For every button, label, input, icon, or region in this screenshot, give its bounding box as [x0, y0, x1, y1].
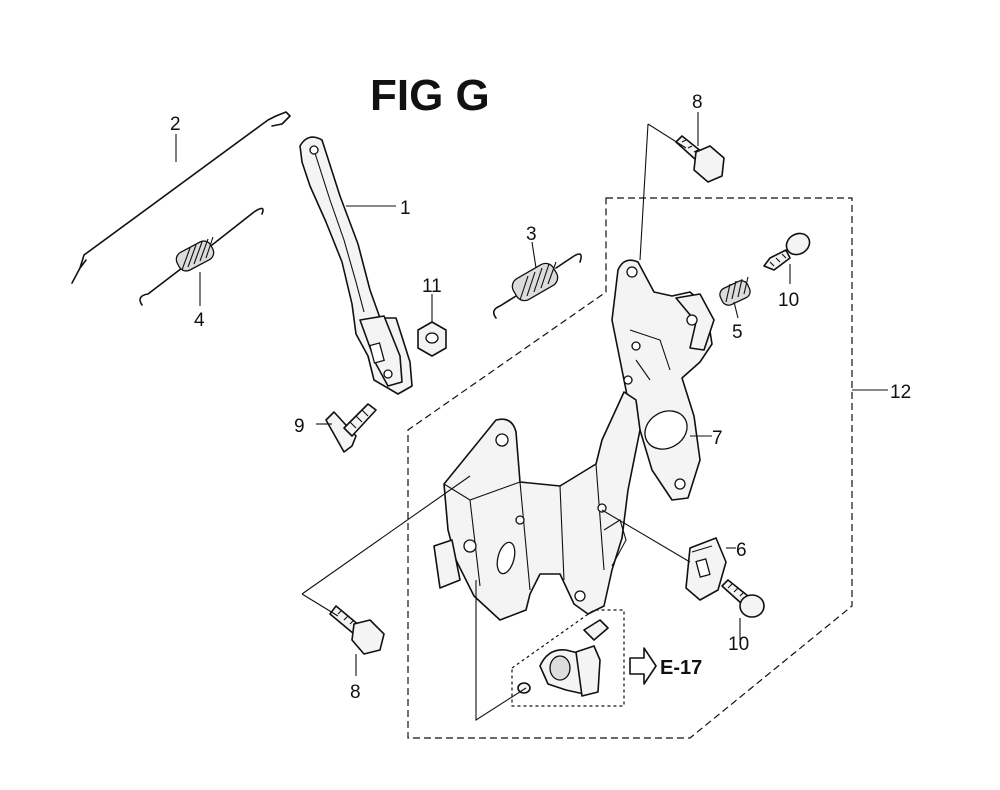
governor-rod-part	[71, 111, 291, 284]
callout-3[interactable]: 3	[526, 224, 537, 245]
callout-8-bottom[interactable]: 8	[350, 682, 361, 703]
cable-clip-part	[685, 537, 727, 601]
choke-knob-assembly	[511, 609, 625, 707]
screw-bottom-part	[721, 579, 765, 618]
small-spring-part	[719, 276, 751, 306]
assembly-12-outline	[407, 197, 853, 739]
bracket-bolt-bottom-part	[329, 605, 385, 655]
screw-top-part	[763, 232, 811, 271]
callout-12[interactable]: 12	[890, 382, 911, 403]
governor-spring-part	[139, 207, 264, 306]
callout-10-top[interactable]: 10	[778, 290, 799, 311]
reference-arrow[interactable]: E-17	[629, 647, 702, 685]
control-lever-part	[299, 136, 413, 395]
figure-title: FIG G	[370, 71, 490, 120]
bracket-bolt-top-part	[675, 135, 725, 183]
callout-6[interactable]: 6	[736, 540, 747, 561]
callout-labels: 2 1 3 4 11 9 8 10 5 7 12 6 10 8	[170, 92, 911, 703]
callout-2[interactable]: 2	[170, 114, 181, 135]
callout-5[interactable]: 5	[732, 322, 743, 343]
callout-11[interactable]: 11	[422, 276, 442, 297]
return-spring-part	[492, 253, 582, 319]
nut-part	[417, 321, 447, 357]
callout-8-top[interactable]: 8	[692, 92, 703, 113]
control-base-bracket-part	[433, 391, 641, 621]
lever-bolt-part	[325, 403, 377, 453]
callout-7[interactable]: 7	[712, 428, 723, 449]
choke-plate-part	[611, 259, 715, 501]
callout-10-bottom[interactable]: 10	[728, 634, 749, 655]
callout-1[interactable]: 1	[400, 198, 411, 219]
callout-4[interactable]: 4	[194, 310, 205, 331]
callout-9[interactable]: 9	[294, 416, 305, 437]
leader-lines	[175, 112, 888, 722]
reference-label: E-17	[660, 657, 702, 679]
